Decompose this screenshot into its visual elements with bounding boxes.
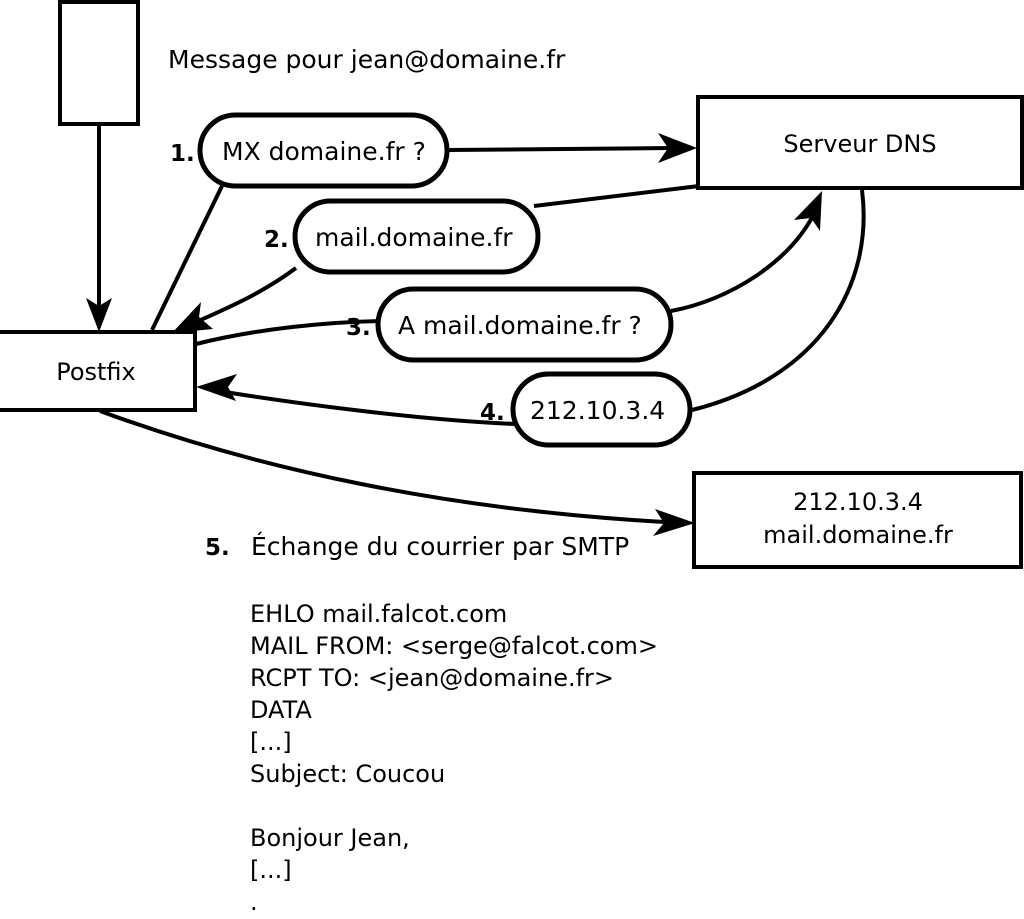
smtp-line-1: MAIL FROM: <serge@falcot.com> <box>250 632 658 660</box>
smtp-line-4: [...] <box>250 728 292 756</box>
arrowhead-step1-to-dns <box>658 133 697 163</box>
arrowhead-step3-to-dns <box>794 191 822 231</box>
line-step3-from-postfix <box>195 319 382 346</box>
smtp-line-0: EHLO mail.falcot.com <box>250 600 507 628</box>
step3-label: A mail.domaine.fr ? <box>398 311 642 340</box>
step2-label: mail.domaine.fr <box>315 223 513 252</box>
mail-server-ip: 212.10.3.4 <box>793 488 923 516</box>
sender-box <box>58 0 140 126</box>
step3-number: 3. <box>346 315 371 341</box>
line-step1-tail <box>150 185 224 331</box>
step2-bubble <box>292 198 541 275</box>
step3-bubble <box>375 286 674 363</box>
arrow-step2-to-postfix <box>195 266 298 324</box>
mail-server-hostname: mail.domaine.fr <box>763 521 953 549</box>
arrow-step4-to-postfix <box>224 390 516 426</box>
line-step4-from-dns <box>691 189 866 412</box>
smtp-line-3: DATA <box>250 696 312 724</box>
arrowhead-step2-to-postfix <box>172 302 213 333</box>
dns-server-label: Serveur DNS <box>783 130 936 158</box>
smtp-line-9: . <box>250 888 258 916</box>
arrowhead-step4-to-postfix <box>196 374 237 401</box>
step4-number: 4. <box>480 400 505 426</box>
arrow-step3-to-dns <box>670 211 817 313</box>
message-note: Message pour jean@domaine.fr <box>168 45 566 74</box>
line-step2-from-dns <box>533 184 700 208</box>
smtp-line-5: Subject: Coucou <box>250 760 445 788</box>
step4-bubble <box>510 371 693 448</box>
step4-label: 212.10.3.4 <box>530 396 665 425</box>
step2-number: 2. <box>264 227 289 253</box>
arrowhead-step5-to-mailserver <box>653 509 695 536</box>
smtp-line-7: Bonjour Jean, <box>250 824 410 852</box>
smtp-line-2: RCPT TO: <jean@domaine.fr> <box>250 664 614 692</box>
arrowhead-sender-to-postfix <box>86 298 112 332</box>
postfix-label: Postfix <box>56 358 136 386</box>
step5-number: 5. <box>205 535 230 561</box>
step1-number: 1. <box>170 141 195 167</box>
dns-server-box <box>696 95 1024 190</box>
arrow-step5-to-mailserver <box>99 409 666 524</box>
step1-bubble <box>197 112 450 189</box>
postfix-box <box>0 330 197 412</box>
step5-label: Échange du courrier par SMTP <box>251 532 629 561</box>
arrow-step1-to-dns <box>447 146 673 152</box>
mail-server-box <box>692 471 1023 569</box>
step1-label: MX domaine.fr ? <box>222 137 426 166</box>
smtp-line-8: [...] <box>250 856 292 884</box>
